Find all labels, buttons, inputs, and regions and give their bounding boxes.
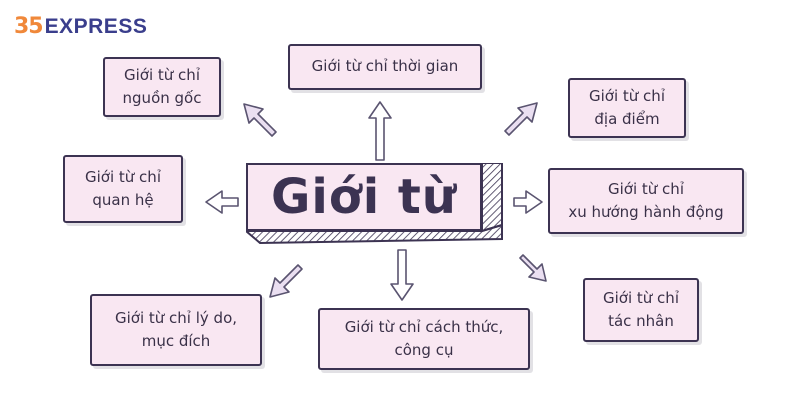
- arrow-up: [368, 101, 392, 161]
- node-manner-label: Giới từ chỉ cách thức, công cụ: [344, 317, 504, 359]
- center-node: Giới từ: [246, 163, 516, 245]
- node-agent: Giới từ chỉ tác nhân: [583, 278, 699, 342]
- node-origin-label: Giới từ chỉ nguồn gốc: [122, 65, 202, 107]
- arrow-up-left: [243, 103, 277, 137]
- node-agent-label: Giới từ chỉ tác nhân: [603, 288, 679, 330]
- logo-mark: 35: [14, 14, 44, 39]
- arrow-down: [390, 249, 414, 301]
- arrow-right: [513, 190, 543, 214]
- node-time-label: Giới từ chỉ thời gian: [311, 57, 459, 76]
- logo-word: EXPRESS: [44, 14, 148, 38]
- arrow-left: [205, 190, 239, 214]
- node-tendency: Giới từ chỉ xu hướng hành động: [548, 168, 744, 234]
- node-origin: Giới từ chỉ nguồn gốc: [103, 57, 221, 117]
- arrow-up-right: [504, 102, 538, 136]
- node-reason-label: Giới từ chỉ lý do, mục đích: [114, 308, 238, 350]
- node-relation-label: Giới từ chỉ quan hệ: [85, 167, 161, 209]
- node-relation: Giới từ chỉ quan hệ: [63, 155, 183, 223]
- arrow-down-left: [269, 264, 303, 298]
- center-depth: [246, 163, 503, 245]
- node-time: Giới từ chỉ thời gian: [288, 44, 482, 90]
- logo: 35 EXPRESS: [14, 14, 147, 39]
- node-place: Giới từ chỉ địa điểm: [568, 78, 686, 138]
- node-tendency-label: Giới từ chỉ xu hướng hành động: [568, 179, 724, 221]
- arrow-down-right: [519, 254, 547, 282]
- node-manner: Giới từ chỉ cách thức, công cụ: [318, 308, 530, 370]
- center-title: Giới từ: [246, 163, 482, 231]
- node-reason: Giới từ chỉ lý do, mục đích: [90, 294, 262, 366]
- node-place-label: Giới từ chỉ địa điểm: [589, 86, 665, 128]
